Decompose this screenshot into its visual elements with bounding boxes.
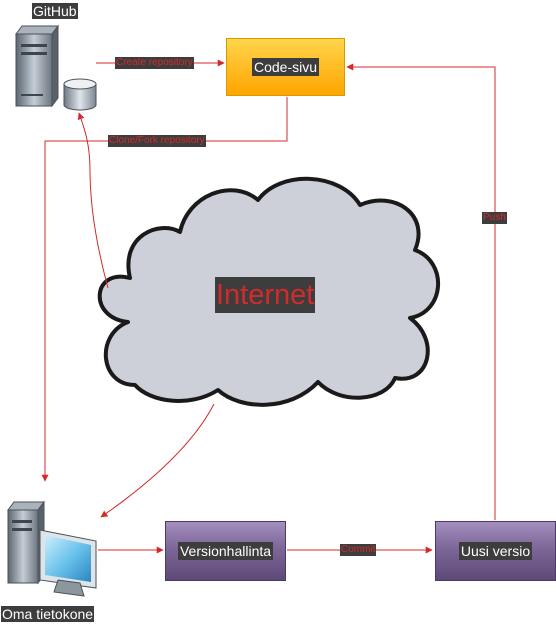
edge-push xyxy=(346,63,496,520)
own-computer-label: Oma tietokone xyxy=(1,606,95,623)
new-version-node: Uusi versio xyxy=(435,521,556,581)
code-page-label: Code-sivu xyxy=(251,58,320,76)
edge-label-push: Push xyxy=(482,212,507,224)
desktop-computer-icon xyxy=(7,500,97,597)
edge-cloud-to-computer xyxy=(100,403,215,518)
new-version-label: Uusi versio xyxy=(458,542,533,560)
edge-label-create-repository: Create repository xyxy=(115,57,194,69)
edge-label-clone-fork: Clone/Fork repository xyxy=(108,135,206,147)
code-page-node: Code-sivu xyxy=(226,38,345,96)
github-label: GitHub xyxy=(32,3,78,20)
version-control-node: Versionhallinta xyxy=(165,521,286,581)
edge-label-commit: Commit xyxy=(340,544,377,556)
internet-label: Internet xyxy=(215,277,316,313)
version-control-label: Versionhallinta xyxy=(177,542,274,560)
server-database-icon xyxy=(15,24,97,111)
edge-cloud-to-github xyxy=(77,112,109,289)
